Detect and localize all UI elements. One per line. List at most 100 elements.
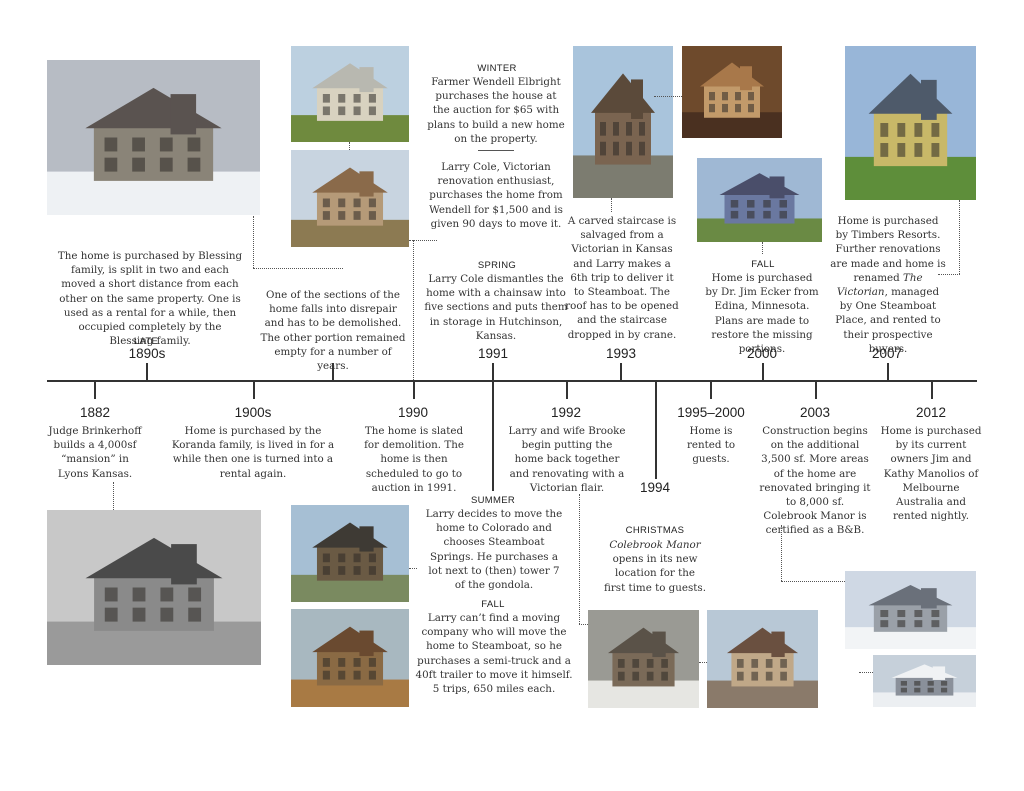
event-late1890s-year: 1890s xyxy=(128,346,166,361)
event-demolished-text: One of the sections of the home falls in… xyxy=(260,289,406,373)
event-1900s-text: Home is purchased by the Koranda family,… xyxy=(171,425,335,480)
connector-interior-photo xyxy=(654,96,682,97)
winter-separator xyxy=(478,150,514,151)
tick-2007 xyxy=(887,363,889,381)
house-on-truck-picture xyxy=(291,505,409,602)
event-1991-larry-text: Larry Cole, Victorian renovation enthusi… xyxy=(429,161,563,230)
connector-2003-photo xyxy=(781,525,782,581)
connector-1992-photo-h xyxy=(579,624,588,625)
photo-yellow-victorian-house xyxy=(845,46,976,200)
event-2000-season: FALL xyxy=(751,259,775,270)
event-1994-text: Colebrook Manor opens in its new locatio… xyxy=(604,538,706,595)
interior-staircase-picture xyxy=(682,46,782,138)
event-1991-winter-text: Farmer Wendell Elbright purchases the ho… xyxy=(427,76,565,145)
event-late1890s-season: LATE xyxy=(133,336,159,347)
connector-spring-photo xyxy=(409,240,437,241)
event-2007-name: The Victorian xyxy=(836,271,923,299)
event-1991-spring-season: SPRING xyxy=(477,260,517,271)
tick-1900s xyxy=(253,381,255,399)
manor-winter-front-picture xyxy=(845,571,976,649)
tick-late1890s xyxy=(146,363,148,381)
event-2007-text: Home is purchased by Timbers Resorts. Fu… xyxy=(830,214,946,356)
event-1991-winter-season: WINTER xyxy=(477,63,517,74)
truck-trailer-road-picture xyxy=(291,609,409,707)
tick-2003 xyxy=(815,381,817,399)
photo-blessing-house-snow xyxy=(47,60,260,215)
event-1995-text: Home is rented to guests. xyxy=(686,425,736,466)
connector-yellow-house-photo-h xyxy=(938,274,960,275)
event-1993-text: A carved staircase is salvaged from a Vi… xyxy=(565,215,679,341)
event-2007-text-a: Home is purchased by Timbers Resorts. Fu… xyxy=(830,215,946,284)
timeline-axis xyxy=(47,380,977,382)
connector-truck-photo xyxy=(409,568,417,569)
event-2007-year: 2007 xyxy=(871,346,903,361)
tick-demolished xyxy=(332,363,334,381)
event-1991-fall-season: FALL xyxy=(481,599,505,610)
tick-2000 xyxy=(762,363,764,381)
tick-1994 xyxy=(655,381,657,479)
event-2003-year: 2003 xyxy=(799,405,831,420)
connector-lifted-photo xyxy=(349,142,350,150)
manor-winter-garage-picture xyxy=(873,655,976,707)
house-reassembly-snow-picture xyxy=(588,610,699,708)
connector-2003-photo-h xyxy=(781,581,845,582)
connector-yellow-house-photo xyxy=(959,200,960,274)
photo-interior-staircase xyxy=(682,46,782,138)
event-2007-text-b: , managed by One Steamboat Place, and re… xyxy=(835,286,941,355)
blue-victorian-house-picture xyxy=(697,158,822,242)
photo-house-section-lifted xyxy=(291,46,409,142)
connector-crane-photo xyxy=(611,198,612,212)
event-1900s-year: 1900s xyxy=(234,405,272,420)
event-1993-year: 1993 xyxy=(605,346,637,361)
photo-porch-construction xyxy=(707,610,818,708)
tick-1991 xyxy=(492,363,494,381)
event-1994-season: CHRISTMAS xyxy=(625,525,685,536)
house-section-lifted-picture xyxy=(291,46,409,142)
yellow-victorian-house-picture xyxy=(845,46,976,200)
tick-1991-summer xyxy=(492,381,494,491)
tick-1882 xyxy=(94,381,96,399)
event-2000-text: Home is purchased by Dr. Jim Ecker from … xyxy=(705,272,819,356)
connector-dismantled-photo xyxy=(413,240,414,380)
tick-1992 xyxy=(566,381,568,399)
event-1991-year: 1991 xyxy=(477,346,509,361)
tick-1990 xyxy=(413,381,415,399)
tick-1993 xyxy=(620,363,622,381)
event-1994-manor-name: Colebrook Manor xyxy=(609,539,701,551)
connector-blue-house-photo xyxy=(762,242,763,254)
event-1994-year: 1994 xyxy=(639,480,671,495)
event-1991-summer-text: Larry decides to move the home to Colora… xyxy=(425,508,563,592)
event-1882-text: Judge Brinkerhoff builds a 4,000sf “mans… xyxy=(48,425,142,480)
brinkerhoff-mansion-1882-picture xyxy=(47,510,261,665)
photo-truck-trailer-road xyxy=(291,609,409,707)
tick-1995 xyxy=(710,381,712,399)
event-2012-year: 2012 xyxy=(915,405,947,420)
event-2003-text: Construction begins on the additional 3,… xyxy=(759,425,871,537)
connector-1882-photo xyxy=(113,482,114,510)
photo-blue-victorian-house xyxy=(697,158,822,242)
connector-garage-photo xyxy=(859,672,873,673)
event-1991-fall-text: Larry can’t find a moving company who wi… xyxy=(415,612,573,696)
photo-brinkerhoff-mansion-1882 xyxy=(47,510,261,665)
event-1882-year: 1882 xyxy=(79,405,111,420)
staircase-crane-lift-picture xyxy=(573,46,673,198)
event-1990-text: The home is slated for demolition. The h… xyxy=(364,425,464,494)
connector-1992-photo xyxy=(579,494,580,624)
blessing-house-snow-picture xyxy=(47,60,260,215)
event-1995-year: 1995–2000 xyxy=(677,405,745,420)
event-1992-year: 1992 xyxy=(550,405,582,420)
photo-house-reassembly-snow xyxy=(588,610,699,708)
tick-2012 xyxy=(931,381,933,399)
event-1991-spring-text: Larry Cole dismantles the home with a ch… xyxy=(424,273,568,342)
event-late1890s-text: The home is purchased by Blessing family… xyxy=(57,250,243,348)
event-2012-text: Home is purchased by its current owners … xyxy=(880,425,982,523)
connector-blessing-photo-h xyxy=(253,268,343,269)
photo-manor-winter-front xyxy=(845,571,976,649)
porch-construction-picture xyxy=(707,610,818,708)
house-dismantled-pieces-picture xyxy=(291,150,409,247)
connector-porch-photo xyxy=(699,662,707,663)
photo-staircase-crane-lift xyxy=(573,46,673,198)
photo-manor-winter-garage xyxy=(873,655,976,707)
connector-blessing-photo xyxy=(253,216,254,268)
event-1991-summer-season: SUMMER xyxy=(470,495,516,506)
